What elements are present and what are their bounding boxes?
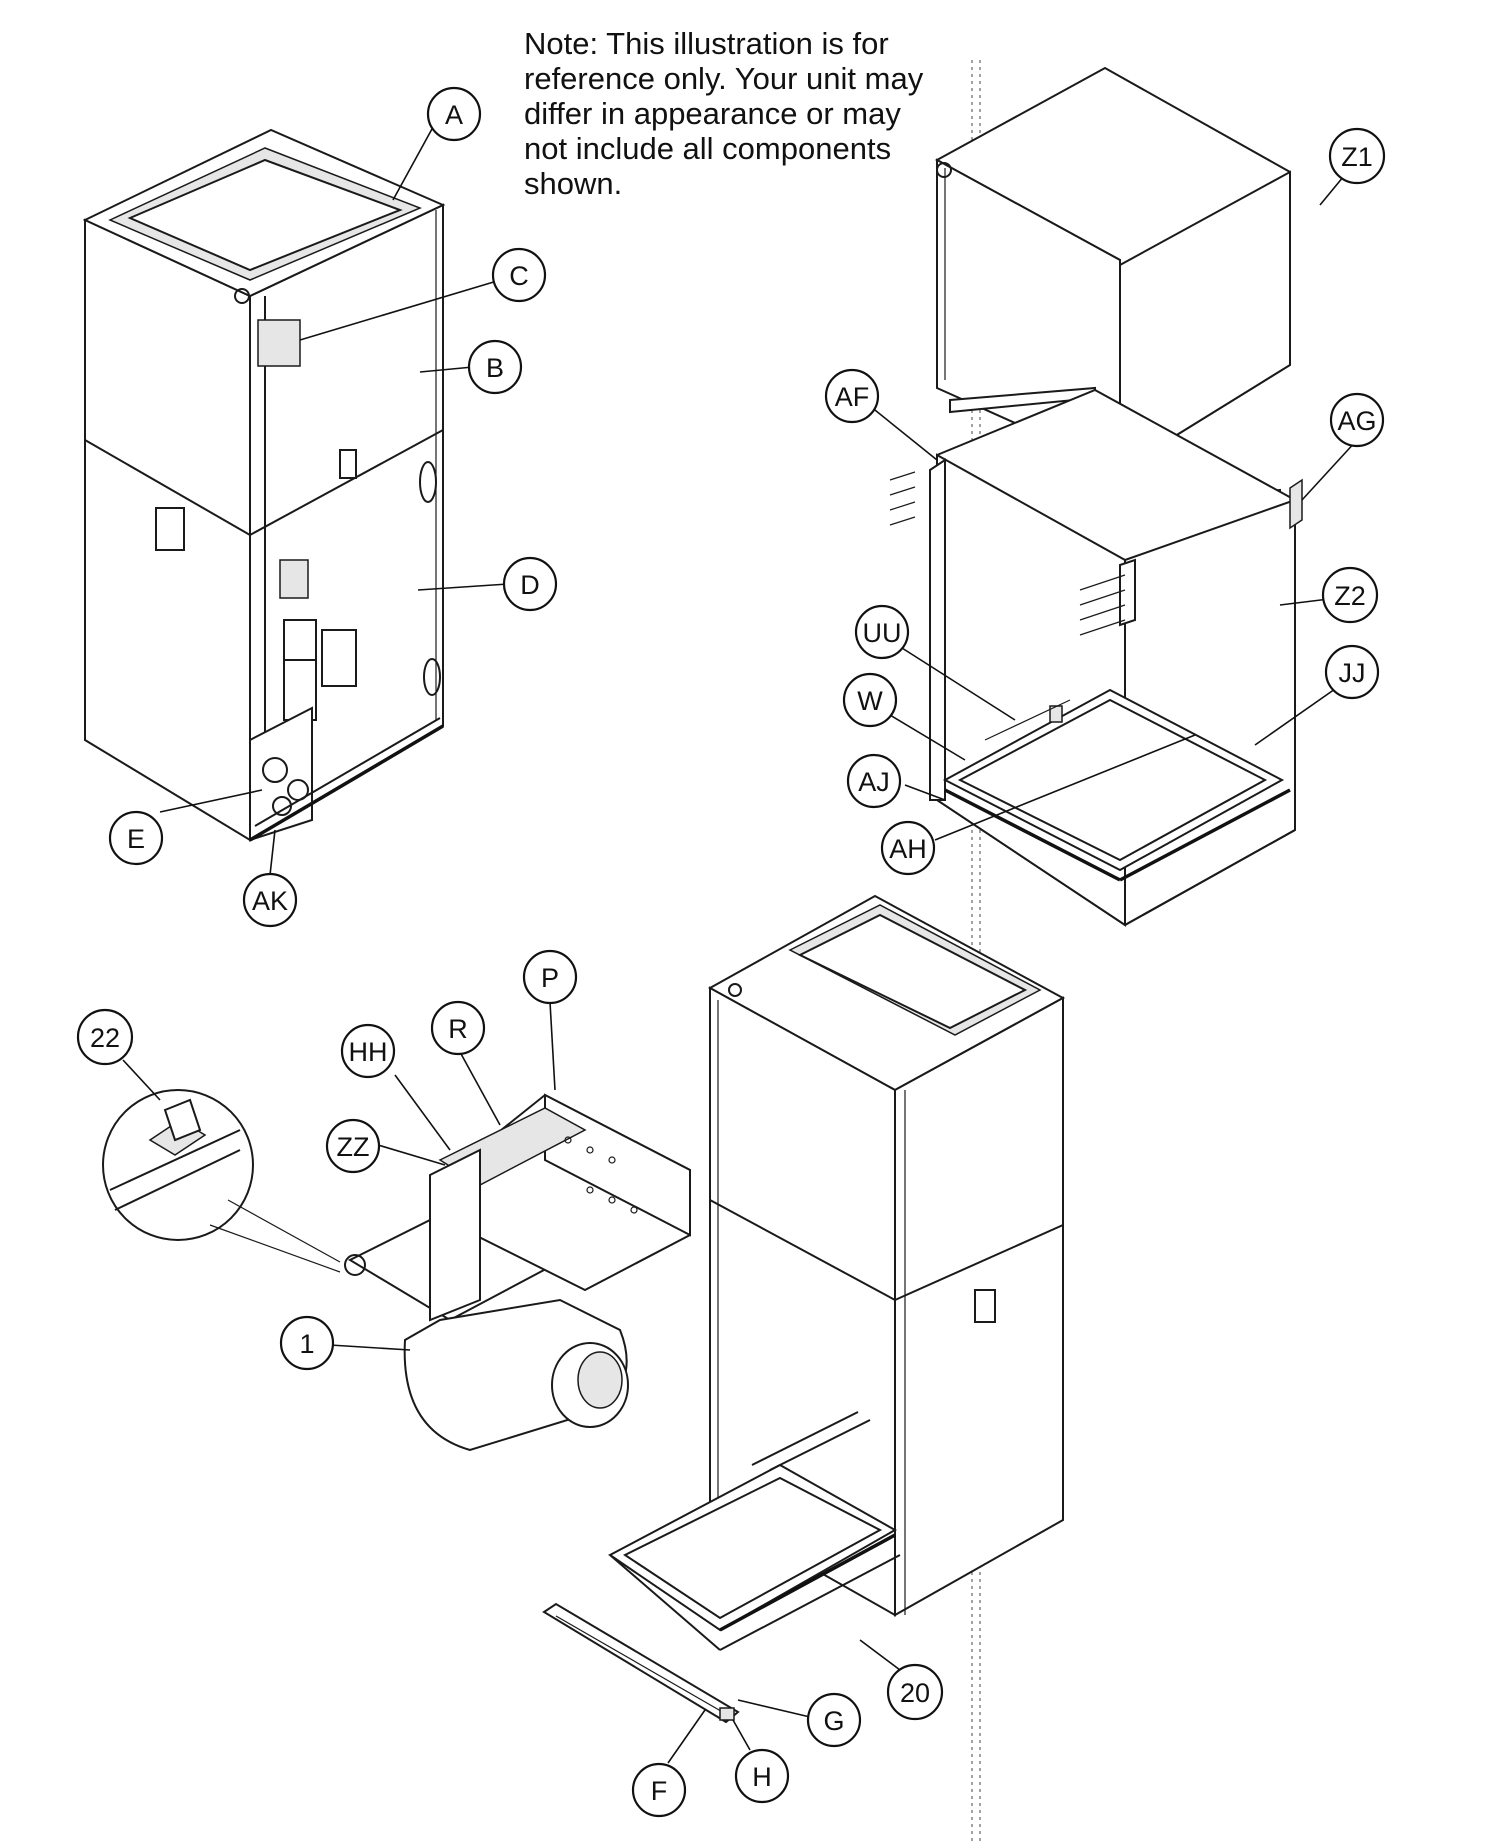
callout-AF: AF <box>824 368 880 424</box>
svg-text:AH: AH <box>889 834 927 864</box>
callout-P: P <box>522 949 578 1005</box>
callout-A: A <box>426 86 482 142</box>
svg-text:1: 1 <box>299 1329 314 1359</box>
callout-W: W <box>842 672 898 728</box>
callout-JJ: JJ <box>1324 644 1380 700</box>
assembled-air-handler <box>82 128 446 842</box>
callout-F: F <box>631 1762 687 1818</box>
callout-22: 22 <box>76 1008 134 1066</box>
svg-text:D: D <box>520 570 540 600</box>
svg-text:AF: AF <box>835 382 870 412</box>
blower-assembly <box>344 1093 691 1452</box>
callout-ZZ: ZZ <box>325 1118 381 1174</box>
callout-AJ: AJ <box>846 753 902 809</box>
filter-rail <box>542 1602 740 1724</box>
svg-text:22: 22 <box>90 1023 120 1053</box>
note-line-3: differ in appearance or may <box>524 96 901 131</box>
callout-UU: UU <box>854 604 910 660</box>
callout-B: B <box>467 339 523 395</box>
svg-text:R: R <box>448 1014 468 1044</box>
svg-text:G: G <box>823 1706 844 1736</box>
callout-20: 20 <box>886 1663 944 1721</box>
svg-text:UU: UU <box>863 618 902 648</box>
exploded-cabinet-top <box>889 66 1303 927</box>
callout-Z2: Z2 <box>1321 566 1379 624</box>
note-line-5: shown. <box>524 166 623 201</box>
svg-text:HH: HH <box>349 1037 388 1067</box>
callout-AG: AG <box>1329 392 1385 448</box>
svg-text:AG: AG <box>1337 406 1376 436</box>
cabinet-with-filter-rack <box>608 894 1066 1651</box>
svg-text:P: P <box>541 963 559 993</box>
callout-E: E <box>108 810 164 866</box>
note-line-2: reference only. Your unit may <box>524 61 924 96</box>
callout-G: G <box>806 1692 862 1748</box>
callout-leaders <box>122 117 1358 1764</box>
callout-HH: HH <box>340 1023 396 1079</box>
svg-text:AK: AK <box>252 886 288 916</box>
svg-text:JJ: JJ <box>1339 658 1366 688</box>
note-line-4: not include all components <box>524 131 892 166</box>
svg-text:E: E <box>127 824 145 854</box>
svg-text:ZZ: ZZ <box>337 1132 370 1162</box>
svg-text:C: C <box>509 261 529 291</box>
svg-text:A: A <box>445 100 463 130</box>
svg-text:Z1: Z1 <box>1341 142 1373 172</box>
svg-text:Z2: Z2 <box>1334 581 1366 611</box>
svg-text:W: W <box>857 686 883 716</box>
callout-C: C <box>491 247 547 303</box>
svg-text:AJ: AJ <box>858 767 890 797</box>
callout-Z1: Z1 <box>1328 127 1386 185</box>
svg-text:20: 20 <box>900 1678 930 1708</box>
svg-text:H: H <box>752 1762 772 1792</box>
callout-AH: AH <box>880 820 936 876</box>
callout-R: R <box>430 1000 486 1056</box>
callout-H: H <box>734 1748 790 1804</box>
vent-holes <box>564 1136 638 1214</box>
callout-D: D <box>502 556 558 612</box>
callout-AK: AK <box>242 872 298 928</box>
svg-text:B: B <box>486 353 504 383</box>
svg-text:F: F <box>651 1776 668 1806</box>
reference-note: Note: This illustration is for reference… <box>524 26 984 201</box>
detail-inset-22 <box>102 1089 341 1273</box>
note-line-1: Note: This illustration is for <box>524 26 889 61</box>
callout-1: 1 <box>279 1315 335 1371</box>
